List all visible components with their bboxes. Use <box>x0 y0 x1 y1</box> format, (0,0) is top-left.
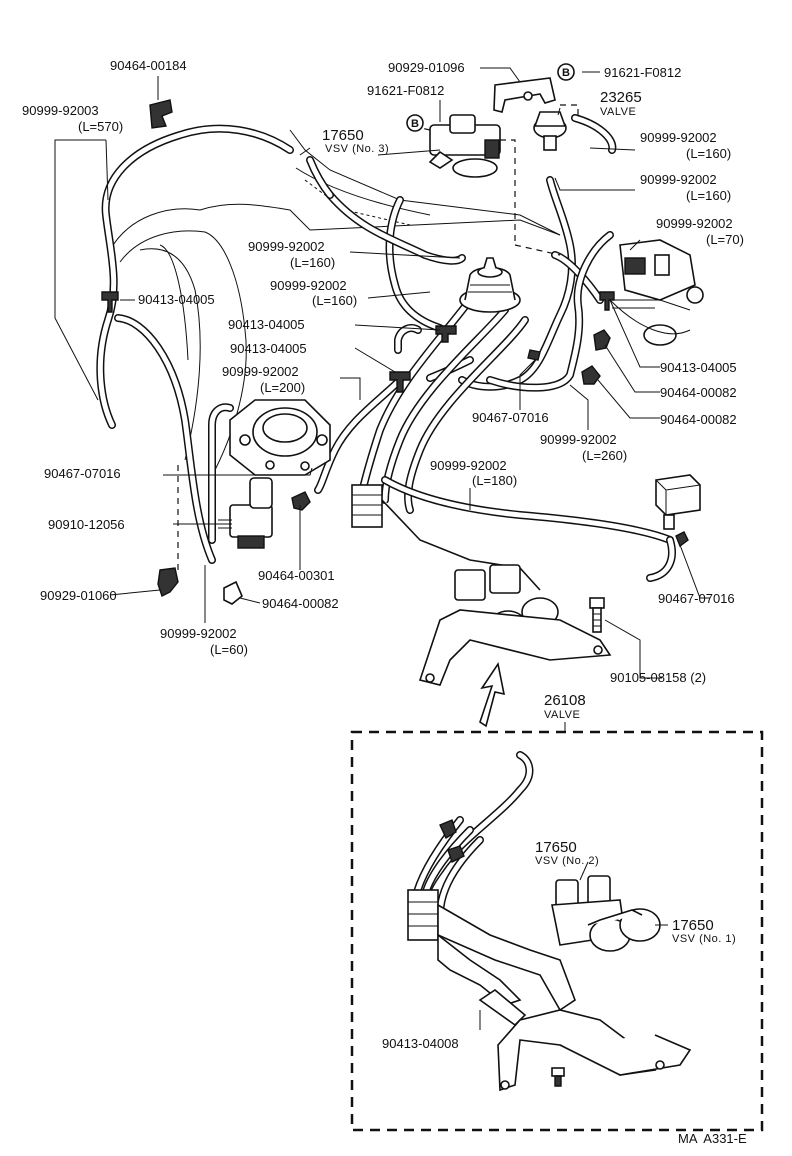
label-17650-vsv3-name: VSV (No. 3) <box>325 143 389 155</box>
hoses-main <box>96 114 676 582</box>
label-91621-f0812-right: 91621-F0812 <box>604 65 681 80</box>
label-90467-07016-left: 90467-07016 <box>44 466 121 481</box>
clip-90464-00301 <box>291 491 311 511</box>
parts-main <box>101 77 704 686</box>
valve-26108-assembly-main <box>351 484 612 686</box>
right-solenoid <box>609 239 704 346</box>
label-90999-92002-260-len: (L=260) <box>582 448 627 463</box>
label-90999-92002-70-len: (L=70) <box>706 232 744 247</box>
clip-90929-01060 <box>157 567 179 597</box>
label-90999-92002-160-r2-len: (L=160) <box>686 188 731 203</box>
label-90999-92003-len: (L=570) <box>78 119 123 134</box>
valve-23265 <box>533 111 567 151</box>
part-labels: 90464-00184 90999-92003 (L=570) 90929-01… <box>22 58 747 1146</box>
detail-valve-26108 <box>407 751 692 1092</box>
clip-90464-00184 <box>149 99 173 129</box>
label-90999-92002-70: 90999-92002 <box>656 216 733 231</box>
tee-connectors <box>101 291 615 393</box>
label-23265-name: VALVE <box>600 106 636 118</box>
bracket-90929-01096 <box>493 77 556 113</box>
label-90413-04005-left: 90413-04005 <box>138 292 215 307</box>
vsv-no3-assembly <box>428 114 501 178</box>
label-17650-vsv1-name: VSV (No. 1) <box>672 933 736 945</box>
label-90999-92002-180-len: (L=180) <box>472 473 517 488</box>
b-marker-right: B <box>562 67 570 79</box>
label-91621-f0812-left: 91621-F0812 <box>367 83 444 98</box>
label-90999-92002-160-l1: 90999-92002 <box>248 239 325 254</box>
label-90929-01096: 90929-01096 <box>388 60 465 75</box>
label-90413-04008: 90413-04008 <box>382 1036 459 1051</box>
tvsv-90910-12056 <box>218 477 273 549</box>
label-90464-00082-r2: 90464-00082 <box>660 412 737 427</box>
label-90413-04005-center1: 90413-04005 <box>228 317 305 332</box>
carburetor-flange <box>229 399 331 476</box>
b-marker-left: B <box>411 118 419 130</box>
label-90105-08158: 90105-08158 (2) <box>610 670 706 685</box>
label-90999-92002-160-r1-len: (L=160) <box>686 146 731 161</box>
detail-box <box>350 722 764 1132</box>
label-90999-92002-160-r1: 90999-92002 <box>640 130 717 145</box>
label-90999-92002-160-r2: 90999-92002 <box>640 172 717 187</box>
label-90999-92002-200: 90999-92002 <box>222 364 299 379</box>
leader-lines <box>54 67 710 679</box>
bolt-90105-08158 <box>589 597 605 633</box>
label-90464-00301: 90464-00301 <box>258 568 335 583</box>
label-90413-04005-right: 90413-04005 <box>660 360 737 375</box>
label-17650-vsv2: 17650 <box>535 839 577 856</box>
label-90413-04005-center2: 90413-04005 <box>230 341 307 356</box>
label-90999-92002-60: 90999-92002 <box>160 626 237 641</box>
label-90929-01060: 90929-01060 <box>40 588 117 603</box>
detail-arrow <box>479 661 506 728</box>
label-23265: 23265 <box>600 89 642 106</box>
label-90999-92003: 90999-92003 <box>22 103 99 118</box>
label-90910-12056: 90910-12056 <box>48 517 125 532</box>
label-90999-92002-160-l1-len: (L=160) <box>290 255 335 270</box>
label-90464-00082-left: 90464-00082 <box>262 596 339 611</box>
label-90464-00184: 90464-00184 <box>110 58 187 73</box>
label-90999-92002-160-l2: 90999-92002 <box>270 278 347 293</box>
reference-code: MA A331-E <box>678 1131 747 1146</box>
label-90999-92002-200-len: (L=200) <box>260 380 305 395</box>
label-90999-92002-60-len: (L=60) <box>210 642 248 657</box>
label-26108: 26108 <box>544 692 586 709</box>
relay-box <box>655 474 701 530</box>
label-17650-vsv2-name: VSV (No. 2) <box>535 855 599 867</box>
label-90467-07016-center: 90467-07016 <box>472 410 549 425</box>
label-26108-name: VALVE <box>544 709 580 721</box>
label-90999-92002-180: 90999-92002 <box>430 458 507 473</box>
clamps-right <box>527 329 611 385</box>
circled-b-markers: B B <box>406 63 575 132</box>
label-90464-00082-r1: 90464-00082 <box>660 385 737 400</box>
clip-90464-00082-left <box>223 580 243 605</box>
egr-valve <box>459 257 521 313</box>
label-17650-vsv1: 17650 <box>672 917 714 934</box>
label-90467-07016-right: 90467-07016 <box>658 591 735 606</box>
label-90999-92002-160-l2-len: (L=160) <box>312 293 357 308</box>
label-90999-92002-260: 90999-92002 <box>540 432 617 447</box>
label-17650-vsv3: 17650 <box>322 127 364 144</box>
clamp-90467-07016-right <box>675 531 689 548</box>
